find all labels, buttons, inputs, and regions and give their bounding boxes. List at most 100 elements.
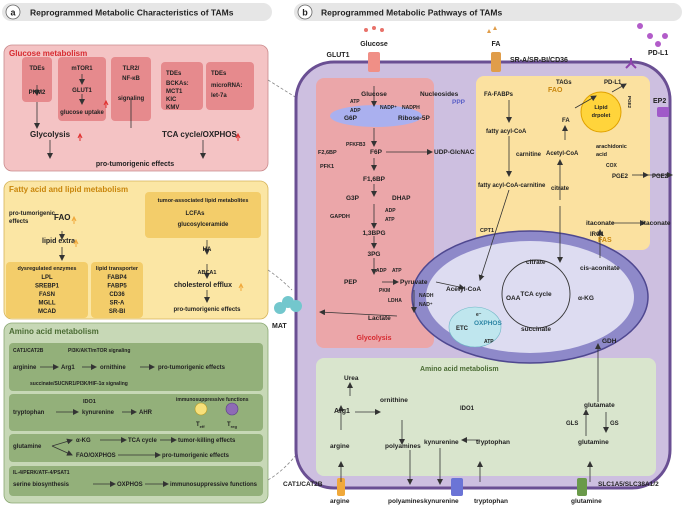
glucose-molecule-icon (380, 28, 384, 32)
amino-pro-effects-1: pro-tumorigenic effects (158, 365, 226, 371)
pdl1-dot-icon (647, 33, 653, 39)
panel-b-header-bg (294, 3, 682, 21)
amino-kynurenine-label: kynurenine (82, 410, 115, 416)
amino-pro-effects-2: pro-tumorigenic effects (162, 453, 230, 459)
mat-transporter-icon (290, 300, 302, 312)
glucose-molecule-icon (372, 26, 376, 30)
glut1-label: GLUT1 (72, 88, 92, 94)
amino-succinate-line: succinate/SUCNR1/PI3K/HIF-1α signaling (30, 381, 128, 387)
sr-transporter-label: SR-A/SR-BI/CD36 (510, 57, 568, 64)
tags-label: TAGs (556, 80, 572, 86)
arginine-b-label: argine (330, 443, 350, 450)
lactate-label: Lactate (368, 315, 391, 322)
tdes3-label: TDEs (211, 71, 227, 77)
cox-label: COX (606, 163, 618, 169)
polyamines-b-label: polyamines (385, 443, 421, 450)
lipid-transporter-title: lipid transporter (96, 266, 139, 272)
panel-b-letter: b (302, 8, 308, 18)
amino-treg-label: Treg (227, 422, 237, 429)
mat-label: MAT (272, 323, 287, 330)
lipid-droplet-label-1: Lipid (594, 105, 607, 111)
ha-label: HA (203, 247, 212, 253)
glyc-glucose-label: Glucose (361, 91, 387, 98)
amino-tryptophan-label: tryptophan (13, 410, 45, 416)
bckas-label: BCKAs: (166, 81, 189, 87)
glutamine-b-label: glutamine (578, 439, 609, 446)
glucose-tdes-box (22, 57, 52, 102)
amino-region (316, 358, 656, 476)
amino-immuno-title: immunosuppressive functions (176, 397, 249, 403)
ldha-label: LDHA (388, 298, 402, 304)
amino-teff-label: Teff (196, 422, 205, 429)
microrna-label: microRNA: (211, 83, 242, 89)
tryptophan-b-label: tryptophan (476, 439, 510, 446)
fa-molecule-icon (487, 26, 497, 33)
dhap-label: DHAP (392, 195, 411, 202)
itaconate-in-label: itaconate (586, 220, 615, 227)
slc-transporter-label: SLC1A5/SLC38A1/2 (598, 481, 659, 488)
dysregulated-enzyme-item: LPL (41, 275, 53, 281)
arachidonic-label-2: acid (596, 152, 607, 158)
up-arrow-icon (103, 99, 109, 108)
fatty-metabolism-title: Fatty acid and lipid metabolism (9, 185, 128, 194)
pfk1-label: PFK1 (320, 164, 334, 170)
panel-a-header-bg (2, 3, 272, 21)
panel-b-title: Reprogrammed Metabolic Pathways of TAMs (321, 8, 502, 18)
glucose-microrna-box (206, 62, 254, 110)
lipid-extra-label: lipid extra (42, 238, 75, 245)
amino-tca-label: TCA cycle (128, 438, 157, 444)
pge2-vertical-label: PGE2 (627, 96, 632, 109)
mito-akg-label: α-KG (578, 295, 594, 302)
amino-ahr-label: AHR (139, 410, 153, 416)
out-kynurenine-label: kynurenine (424, 498, 459, 505)
carnitine-label: carnitine (516, 152, 542, 158)
gapdh-label: GAPDH (330, 214, 350, 220)
up-arrow-icon (238, 282, 244, 291)
out-arginine-label: argine (330, 498, 350, 505)
oxphos-label: OXPHOS (474, 320, 502, 327)
glyc-adp2-label: ADP (385, 208, 396, 214)
lipid-transporter-item: SR-BI (109, 309, 126, 315)
nucleosides-label: Nucleosides (420, 91, 459, 98)
glycolysis-region (316, 78, 434, 348)
up-arrow-icon (235, 132, 241, 141)
glyc-adp3-label: ADP (376, 268, 387, 274)
fa-fabps-label: FA-FABPs (484, 92, 514, 98)
fao-title: FAO (548, 87, 563, 94)
dysregulated-enzymes-title: dysregulated enzymes (18, 266, 77, 272)
pdl1-dot-icon (662, 33, 668, 39)
tumor-lipid-label: tumor-associated lipid metabolites (158, 198, 249, 204)
sr-transporter-icon (491, 52, 501, 72)
ep2-receptor-icon (657, 107, 669, 117)
tlr2-label: TLR2/ (123, 66, 140, 72)
itaconate-out-label: itaconate (642, 220, 671, 227)
pge2-label: PGE2 (612, 174, 629, 180)
fatty-enzymes-box (6, 262, 88, 318)
udp-glcnac-label: UDP-GlcNAC (434, 149, 475, 156)
kic-label: KIC (166, 97, 177, 103)
lipid-transporter-item: SR-A (110, 301, 125, 307)
nad-label: NAD⁺ (419, 302, 433, 308)
glut1-transporter-icon (368, 52, 380, 72)
glucose-effects-label: pro-tumorigenic effects (96, 161, 174, 168)
amino-serine-label: serine biosynthesis (13, 482, 70, 488)
oaa-label: OAA (506, 295, 521, 302)
lipid-droplet (580, 91, 622, 133)
ribose-label: Ribose-5P (398, 115, 430, 122)
amino-akg-label: α-KG (76, 438, 91, 444)
nadp-label: NADP⁺ (380, 105, 397, 111)
dysregulated-enzyme-item: MCAD (38, 309, 57, 315)
glut1-transporter-label: GLUT1 (327, 52, 350, 59)
dysregulated-enzyme-item: MGLL (39, 301, 56, 307)
glyc-atp2-label: ATP (385, 217, 395, 223)
amino-b-title: Amino acid metabolism (420, 366, 499, 373)
g3p-label: G3P (346, 195, 360, 202)
tca-cycle-circle (501, 259, 571, 329)
mct1-label: MCT1 (166, 89, 183, 95)
irg1-label: IRG1 (590, 232, 605, 238)
fatty-transporter-box (91, 262, 143, 318)
ornithine-b-label: ornithine (380, 397, 408, 404)
fatty-lipid-metabolites-box (145, 192, 261, 238)
